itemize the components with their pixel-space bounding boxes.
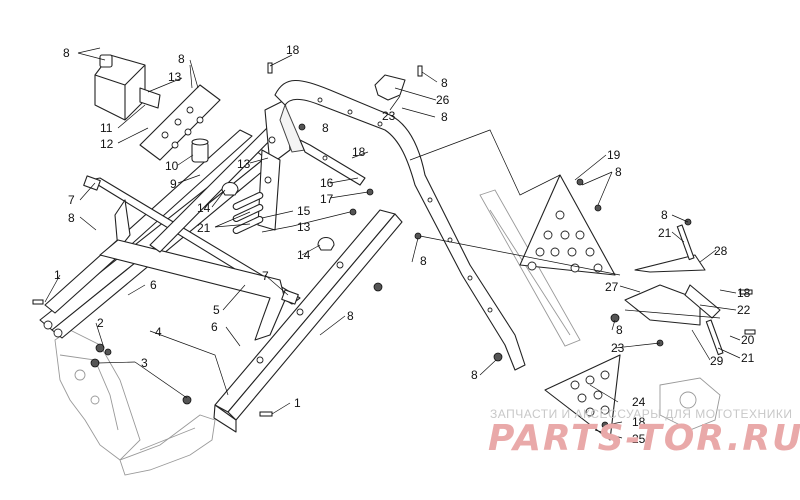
callout-label: 29 [710,354,724,368]
steering-column [659,377,721,431]
callout-label: 12 [100,137,114,151]
callout-label: 22 [737,303,751,317]
callout-label: 23 [611,341,625,355]
callout-label: 9 [170,177,177,191]
middle-ghost-bar [479,189,581,347]
callout-label: 14 [197,201,211,215]
callout-label: 8 [441,110,448,124]
callout-label: 8 [420,254,427,268]
callout-label: 7 [262,269,269,283]
parts-artwork [32,54,756,476]
callout-label: 8 [441,76,448,90]
sensor-cylinder [191,138,209,163]
callout-label: 18 [737,286,751,300]
callout-label: 18 [632,415,646,429]
coolant-reservoir [94,54,161,121]
callout-label: 20 [741,333,755,347]
callout-label: 14 [297,248,311,262]
watermark-tagline: ЗАПЧАСТИ И АКСЕССУАРЫ ДЛЯ МОТОТЕХНИКИ [490,407,792,421]
callout-label: 27 [605,280,619,294]
callout-label: 23 [382,109,396,123]
callout-label: 7 [68,193,75,207]
lower-right-rail [213,209,403,433]
hose-clamps [221,181,335,251]
callout-label: 3 [141,356,148,370]
gusset-plate-upper [519,174,616,276]
callout-label: 8 [322,121,329,135]
callout-label: 8 [616,323,623,337]
callout-label: 8 [63,46,70,60]
callout-label: 2 [97,316,104,330]
callout-label: 5 [213,303,220,317]
main-steering-hoop [274,80,526,371]
callout-label: 13 [168,70,182,84]
callout-label: 15 [297,204,311,218]
callout-label: 8 [471,368,478,382]
callout-label: 11 [100,121,113,135]
gusset-plate-lower [544,354,621,441]
watermark: ЗАПЧАСТИ И АКСЕССУАРЫ ДЛЯ МОТОТЕХНИКИ PA… [488,407,800,459]
callout-label: 1 [54,268,61,282]
callout-label: 17 [320,192,334,206]
bracket-16 [299,139,366,186]
callout-label: 8 [615,165,622,179]
callout-label: 8 [68,211,75,225]
callout-label: 21 [741,351,755,365]
callout-label: 18 [352,145,366,159]
callout-label: 18 [286,43,300,57]
callout-label: 4 [155,325,162,339]
callout-label: 1 [294,396,301,410]
right-brackets [624,224,724,356]
callout-label: 8 [178,52,185,66]
watermark-brand: PARTS-TOR.RU [488,418,800,459]
leader-lines [44,47,741,439]
callout-label: 19 [607,148,621,162]
callout-label: 21 [197,221,211,235]
callout-label: 28 [714,244,728,258]
upper-left-rail [149,99,291,253]
callout-label: 26 [436,93,450,107]
bracket-26 [374,74,406,101]
callout-label: 13 [297,220,311,234]
callout-label: 21 [658,226,672,240]
callout-label: 25 [632,432,646,446]
callout-label: 6 [150,278,157,292]
callout-label: 13 [237,157,251,171]
callout-labels: 8 13 8 18 8 26 23 8 11 12 8 10 9 13 18 1… [54,43,755,446]
reservoir-mount-plate [139,84,221,161]
callout-label: 24 [632,395,646,409]
callout-label: 8 [661,208,668,222]
callout-label: 10 [165,159,179,173]
front-bumper-outline [54,329,216,476]
callout-label: 8 [347,309,354,323]
callout-label: 16 [320,176,334,190]
cross-tube-bars [83,175,301,341]
callout-label: 6 [211,320,218,334]
